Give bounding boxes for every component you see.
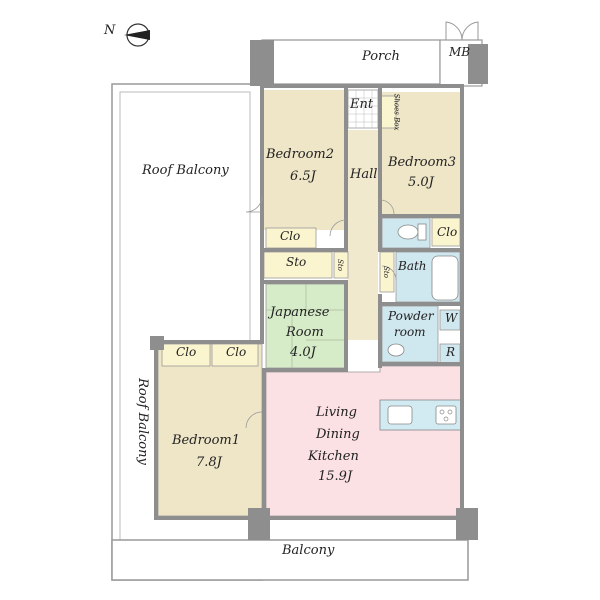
sto-v2-label: Sto bbox=[381, 266, 390, 278]
ldk-size: 15.9J bbox=[318, 469, 353, 484]
bedroom2-floor bbox=[264, 90, 346, 230]
roof-balcony-left-label: Roof Balcony bbox=[134, 378, 150, 465]
door-swings bbox=[245, 195, 397, 429]
bathtub-icon bbox=[431, 255, 459, 301]
bedroom1-name: Bedroom1 bbox=[172, 433, 241, 448]
japanese-name2: Room bbox=[286, 325, 324, 340]
compass-north-label: N bbox=[104, 23, 116, 38]
shoes-box-label: Shoes Box bbox=[392, 93, 401, 131]
bedroom3-name: Bedroom3 bbox=[388, 155, 457, 170]
fridge-label: R bbox=[446, 345, 456, 359]
porch-outline bbox=[261, 39, 441, 85]
ldk-line2: Dining bbox=[316, 427, 360, 442]
sink-icon bbox=[387, 343, 405, 357]
entrance-label: Ent bbox=[350, 97, 374, 112]
powder-name2: room bbox=[394, 325, 426, 339]
mb-label: MB bbox=[449, 45, 471, 59]
bedroom2-name: Bedroom2 bbox=[266, 147, 335, 162]
toilet-tank bbox=[417, 223, 427, 241]
roof-balcony-top-label: Roof Balcony bbox=[142, 163, 229, 178]
powder-name1: Powder bbox=[388, 309, 434, 323]
tatami-lines bbox=[266, 284, 346, 368]
japanese-size: 4.0J bbox=[290, 345, 316, 360]
mb-door-left bbox=[445, 21, 463, 41]
hall-label: Hall bbox=[350, 167, 378, 182]
ldk-line1: Living bbox=[316, 405, 357, 420]
bedroom1-size: 7.8J bbox=[196, 455, 222, 470]
clo-b1b-label: Clo bbox=[226, 345, 247, 359]
ldk-line3: Kitchen bbox=[308, 449, 359, 464]
bath-label: Bath bbox=[398, 259, 427, 273]
columns bbox=[150, 40, 488, 540]
toilet-icon bbox=[397, 224, 419, 240]
burner-3 bbox=[443, 416, 449, 422]
japanese-name1: Japanese bbox=[270, 305, 330, 320]
mb-door-right bbox=[461, 21, 479, 41]
balcony-outline bbox=[111, 539, 469, 581]
entrance-tiles bbox=[348, 90, 378, 128]
balcony-label: Balcony bbox=[282, 543, 335, 558]
bedroom2-size: 6.5J bbox=[290, 169, 316, 184]
burner-1 bbox=[439, 409, 445, 415]
bedroom3-size: 5.0J bbox=[408, 175, 434, 190]
washer-label: W bbox=[445, 311, 458, 325]
ldk-floor bbox=[265, 365, 463, 517]
clo-b3-label: Clo bbox=[437, 225, 458, 239]
walls bbox=[154, 84, 466, 520]
sto-main-label: Sto bbox=[286, 255, 307, 269]
sto-v1-label: Sto bbox=[335, 259, 344, 271]
compass-icon bbox=[124, 23, 150, 47]
kitchen-sink-icon bbox=[387, 405, 413, 425]
hall-floor bbox=[348, 130, 378, 340]
clo-b2-label: Clo bbox=[280, 229, 301, 243]
clo-b1a-label: Clo bbox=[176, 345, 197, 359]
bedroom1-floor bbox=[157, 343, 263, 517]
porch-label: Porch bbox=[362, 49, 400, 64]
burner-2 bbox=[447, 409, 453, 415]
